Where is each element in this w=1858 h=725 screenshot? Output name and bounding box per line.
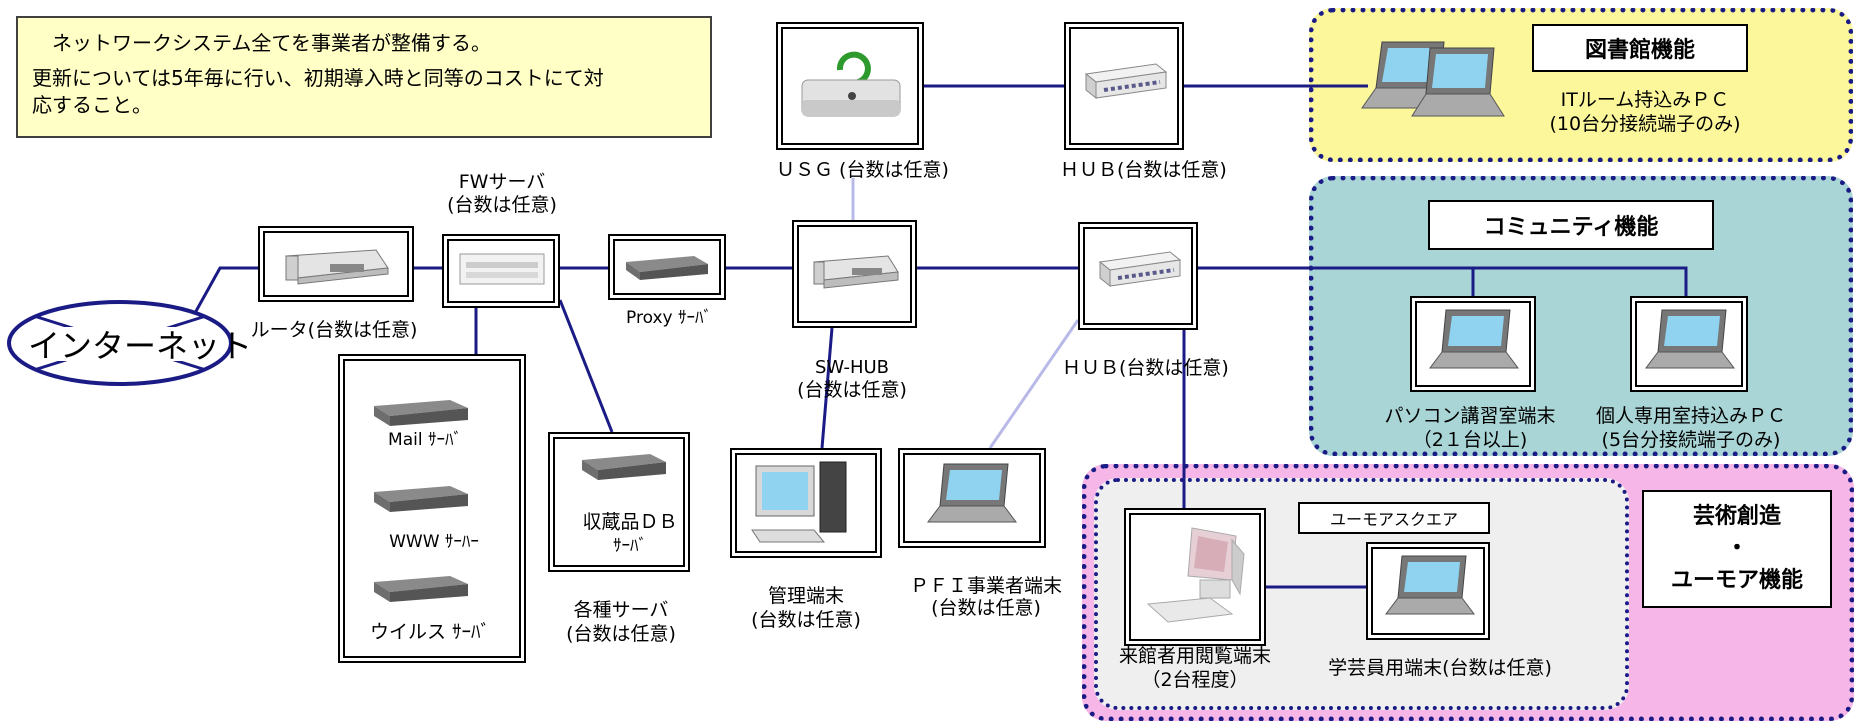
line-hub-community xyxy=(1198,266,1688,296)
note-line-3: 応すること。 xyxy=(32,93,152,117)
fw-server-icon xyxy=(459,253,545,285)
visitor-label-2: （2台程度） xyxy=(1141,669,1249,691)
line-fw-collectiondb xyxy=(558,299,614,433)
router-device[interactable] xyxy=(258,226,414,302)
pfi-laptop-icon xyxy=(927,463,1017,523)
private-room-label-2: (5台分接続端子のみ) xyxy=(1601,429,1781,451)
collection-db-label-2: ｻｰﾊﾞ xyxy=(613,536,647,556)
community-title: コミュニティ機能 xyxy=(1428,200,1714,250)
library-title: 図書館機能 xyxy=(1532,24,1748,72)
internet-label: インターネット xyxy=(28,327,253,365)
fw-label-2: (台数は任意) xyxy=(447,194,557,216)
private-room-label-1: 個人専用室持込みＰＣ xyxy=(1595,405,1786,427)
desktop-pc-icon xyxy=(751,461,847,543)
sw-hub-icon xyxy=(813,255,899,289)
collection-db-device[interactable] xyxy=(548,432,690,572)
line-internet-router xyxy=(188,266,258,323)
library-pc-label-2: (10台分接続端子のみ) xyxy=(1549,113,1741,135)
usg-label: ＵＳＧ (台数は任意) xyxy=(776,159,949,181)
sw-hub-label-2: (台数は任意) xyxy=(797,379,907,401)
humor-square-title: ユーモアスクエア xyxy=(1298,502,1490,534)
visitor-terminal-icon xyxy=(1146,527,1245,623)
admin-label-1: 管理端末 xyxy=(767,585,844,607)
curator-label: 学芸員用端末(台数は任意) xyxy=(1328,657,1552,679)
server-group-label-2: (台数は任意) xyxy=(566,623,676,645)
note-line-2: 更新については5年毎に行い、初期導入時と同等のコストにて対 xyxy=(32,66,604,90)
visitor-label-1: 来館者用閲覧端末 xyxy=(1118,645,1271,667)
www-server-icon xyxy=(374,486,468,512)
collection-db-icon xyxy=(582,454,666,480)
hub-mid-icon xyxy=(1098,251,1182,288)
internet-cloud-icon xyxy=(7,300,233,386)
admin-label-2: (台数は任意) xyxy=(751,609,861,631)
hub-mid-label: ＨＵＢ(台数は任意) xyxy=(1062,357,1229,379)
pfi-label-1: ＰＦＩ事業者端末 xyxy=(909,575,1062,597)
mail-server-label: Mail ｻｰﾊﾞ xyxy=(388,430,462,450)
requirements-note: ネットワークシステム全てを事業者が整備する。 更新については5年毎に行い、初期導… xyxy=(16,16,712,138)
private-room-laptop-icon xyxy=(1645,309,1735,369)
line-hub-pfi xyxy=(988,319,1080,449)
library-pc-label-1: ITルーム持込みＰＣ xyxy=(1560,89,1730,111)
collection-db-label-1: 収蔵品ＤＢ xyxy=(582,511,678,533)
line-swhub-admin xyxy=(820,327,834,449)
pc-lab-laptop-icon xyxy=(1429,309,1519,369)
virus-server-label: ウイルス ｻｰﾊﾞ xyxy=(369,621,491,643)
pfi-label-2: (台数は任意) xyxy=(931,597,1041,619)
server-group-label-1: 各種サーバ xyxy=(573,599,669,621)
sw-hub-label-1: SW-HUB xyxy=(814,357,890,378)
pc-lab-label-1: パソコン講習室端末 xyxy=(1384,405,1556,427)
note-line-1: ネットワークシステム全てを事業者が整備する。 xyxy=(32,31,491,55)
proxy-server-icon xyxy=(626,256,708,280)
fw-label-1: FWサーバ xyxy=(458,171,546,193)
arts-title-line-2: ・ xyxy=(1725,536,1748,561)
arts-title-line-1: 芸術創造 xyxy=(1692,504,1781,529)
pc-lab-label-2: （2１台以上) xyxy=(1412,429,1528,451)
arts-title-line-3: ユーモア機能 xyxy=(1670,568,1803,593)
hub-top-label: ＨＵＢ(台数は任意) xyxy=(1060,159,1227,181)
hub-top-icon xyxy=(1084,63,1168,100)
curator-laptop-icon xyxy=(1385,555,1475,615)
arts-title: 芸術創造 ・ ユーモア機能 xyxy=(1642,490,1832,608)
mail-server-icon xyxy=(374,400,468,426)
virus-server-icon xyxy=(374,576,468,602)
router-icon xyxy=(285,249,389,285)
usg-icon xyxy=(801,51,901,117)
proxy-label: Proxy ｻｰﾊﾞ xyxy=(626,308,712,328)
www-server-label: WWW ｻｰﾊｰ xyxy=(389,532,479,552)
router-label: ルータ(台数は任意) xyxy=(250,319,418,341)
library-laptops-icon xyxy=(1361,41,1505,117)
